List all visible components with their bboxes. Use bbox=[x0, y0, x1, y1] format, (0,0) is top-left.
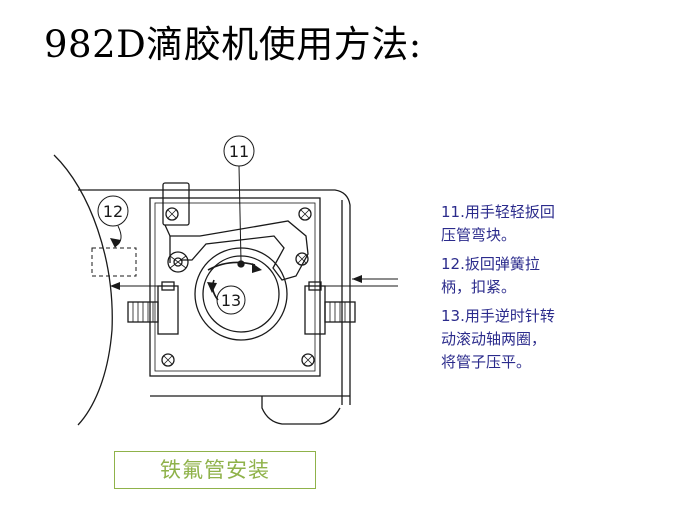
step-12-line-2: 柄，扣紧。 bbox=[441, 278, 517, 296]
callout-12-label: 12 bbox=[103, 202, 123, 221]
rotation-arrow-right bbox=[252, 263, 262, 273]
pressure-block bbox=[164, 220, 309, 281]
callout-12-arrow bbox=[110, 238, 121, 248]
callout-12-circle bbox=[97, 195, 129, 227]
step-11: 11.用手轻轻扳回 压管弯块。 bbox=[441, 201, 641, 247]
lever-handle bbox=[162, 182, 190, 226]
leader-11 bbox=[238, 165, 242, 262]
body-outline bbox=[53, 154, 113, 426]
rotation-arrow-left bbox=[207, 282, 217, 293]
callout-11-label: 11 bbox=[229, 142, 249, 161]
step-11-line-2: 压管弯块。 bbox=[441, 226, 517, 244]
page-title: 982D滴胶机使用方法: bbox=[44, 23, 422, 66]
tube-entry-arrow bbox=[352, 275, 362, 283]
callout-13-label: 13 bbox=[221, 291, 241, 310]
leader-12 bbox=[115, 225, 122, 247]
base-foot bbox=[261, 396, 341, 425]
lever-dashed-position bbox=[91, 247, 137, 277]
step-11-line-1: 11.用手轻轻扳回 bbox=[441, 203, 555, 221]
mount-plate bbox=[149, 197, 321, 377]
step-12-line-1: 12.扳回弹簧拉 bbox=[441, 255, 540, 273]
lever-screw bbox=[295, 252, 309, 266]
instruction-list: 11.用手轻轻扳回 压管弯块。 12.扳回弹簧拉 柄，扣紧。 13.用手逆时针转… bbox=[441, 201, 641, 380]
step-13-line-3: 将管子压平。 bbox=[441, 353, 532, 371]
body-top-edge bbox=[78, 189, 351, 405]
pivot-pin bbox=[167, 251, 189, 273]
step-13-line-2: 动滚动轴两圈， bbox=[441, 330, 547, 348]
step-13: 13.用手逆时针转 动滚动轴两圈， 将管子压平。 bbox=[441, 305, 641, 374]
corner-screws bbox=[161, 207, 315, 367]
tube-exit-arrow bbox=[110, 282, 120, 290]
left-clamp bbox=[157, 285, 179, 335]
callout-13-circle bbox=[216, 285, 246, 315]
diagram-caption: 铁氟管安装 bbox=[114, 451, 316, 489]
step-13-line-1: 13.用手逆时针转 bbox=[441, 307, 555, 325]
step-12: 12.扳回弹簧拉 柄，扣紧。 bbox=[441, 253, 641, 299]
